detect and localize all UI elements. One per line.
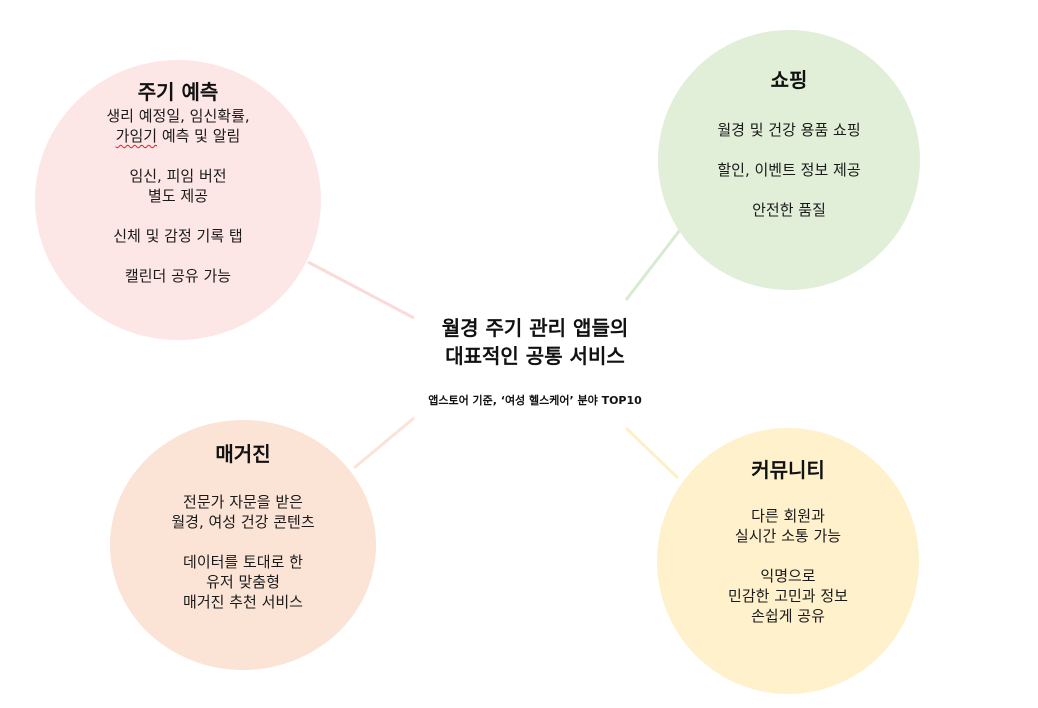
node-item: 임신, 피임 버전 별도 제공 <box>35 166 321 206</box>
node-item: 신체 및 감정 기록 탭 <box>35 226 321 246</box>
item-line: 전문가 자문을 받은 <box>183 493 303 511</box>
item-line: 생리 예정일, 임신확률, <box>106 107 250 125</box>
spellcheck-underline: 가임기 <box>115 127 158 145</box>
item-line: 월경, 여성 건강 콘텐츠 <box>171 513 315 531</box>
item-line: 매거진 추천 서비스 <box>183 593 303 611</box>
node-item: 전문가 자문을 받은 월경, 여성 건강 콘텐츠 <box>110 492 376 532</box>
item-line: 다른 회원과 <box>751 507 825 525</box>
node-shopping: 쇼핑 월경 및 건강 용품 쇼핑 할인, 이벤트 정보 제공 안전한 품질 <box>658 30 920 290</box>
connector-predict <box>307 260 415 320</box>
center-title-line: 월경 주기 관리 앱들의 <box>441 316 629 340</box>
item-line: 실시간 소통 가능 <box>734 527 842 545</box>
item-line: 안전한 품질 <box>752 201 826 219</box>
node-item: 생리 예정일, 임신확률, 가임기 예측 및 알림 <box>35 106 321 146</box>
item-line: 데이터를 토대로 한 <box>183 553 303 571</box>
item-line: 별도 제공 <box>148 187 208 205</box>
node-item: 익명으로 민감한 고민과 정보 손쉽게 공유 <box>657 566 919 626</box>
node-item: 데이터를 토대로 한 유저 맞춤형 매거진 추천 서비스 <box>110 552 376 612</box>
connector-shopping <box>624 229 682 301</box>
node-body: 생리 예정일, 임신확률, 가임기 예측 및 알림 임신, 피임 버전 별도 제… <box>35 106 321 286</box>
node-title: 주기 예측 <box>137 80 219 104</box>
node-body: 월경 및 건강 용품 쇼핑 할인, 이벤트 정보 제공 안전한 품질 <box>658 120 920 220</box>
item-line: 익명으로 <box>760 567 816 585</box>
item-line: 캘린더 공유 가능 <box>124 267 232 285</box>
node-community: 커뮤니티 다른 회원과 실시간 소통 가능 익명으로 민감한 고민과 정보 손쉽… <box>657 428 919 694</box>
node-magazine: 매거진 전문가 자문을 받은 월경, 여성 건강 콘텐츠 데이터를 토대로 한 … <box>110 420 376 670</box>
item-line: 가임기 예측 및 알림 <box>35 126 321 146</box>
connector-community <box>624 426 680 480</box>
node-item: 월경 및 건강 용품 쇼핑 <box>658 120 920 140</box>
node-title: 커뮤니티 <box>751 458 825 482</box>
item-line: 월경 및 건강 용품 쇼핑 <box>717 121 861 139</box>
node-body: 전문가 자문을 받은 월경, 여성 건강 콘텐츠 데이터를 토대로 한 유저 맞… <box>110 492 376 612</box>
item-line: 손쉽게 공유 <box>751 607 825 625</box>
item-line: 신체 및 감정 기록 탭 <box>113 227 243 245</box>
node-item: 안전한 품질 <box>658 200 920 220</box>
item-line: 할인, 이벤트 정보 제공 <box>717 161 861 179</box>
item-line: 유저 맞춤형 <box>206 573 280 591</box>
node-item: 다른 회원과 실시간 소통 가능 <box>657 506 919 546</box>
node-item: 캘린더 공유 가능 <box>35 266 321 286</box>
node-title: 쇼핑 <box>770 68 808 92</box>
node-cycle-prediction: 주기 예측 생리 예정일, 임신확률, 가임기 예측 및 알림 임신, 피임 버… <box>35 60 321 340</box>
node-item: 할인, 이벤트 정보 제공 <box>658 160 920 180</box>
center-title-line: 대표적인 공통 서비스 <box>445 344 625 368</box>
node-body: 다른 회원과 실시간 소통 가능 익명으로 민감한 고민과 정보 손쉽게 공유 <box>657 506 919 626</box>
connector-magazine <box>353 416 415 470</box>
center-subtitle: 앱스토어 기준, ‘여성 헬스케어’ 분야 TOP10 <box>428 394 642 407</box>
item-line: 민감한 고민과 정보 <box>728 587 848 605</box>
node-title: 매거진 <box>215 442 271 466</box>
center-title: 월경 주기 관리 앱들의 대표적인 공통 서비스 <box>400 314 670 370</box>
item-line: 임신, 피임 버전 <box>129 167 227 185</box>
item-line-rest: 예측 및 알림 <box>157 127 241 145</box>
